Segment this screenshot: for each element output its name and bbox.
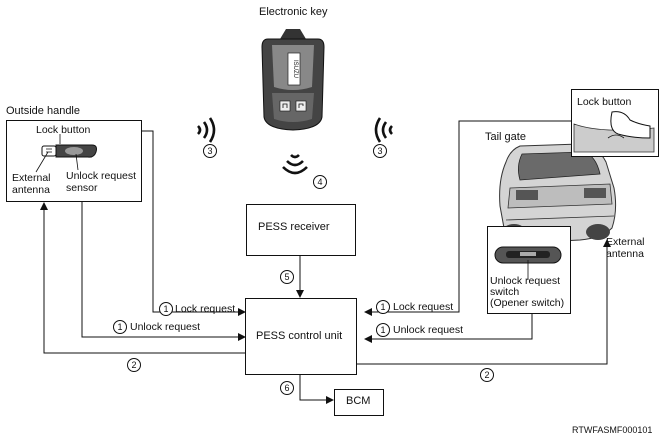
line-handle-unlock-request xyxy=(81,200,246,341)
pess-receiver-label: PESS receiver xyxy=(258,221,330,233)
line-cu-to-bcm xyxy=(299,373,334,404)
tailgate-switch-label-3: (Opener switch) xyxy=(490,297,565,309)
radio-wave-down-icon xyxy=(282,154,308,175)
tailgate-antenna-label-1: External xyxy=(606,236,645,248)
pess-receiver-box xyxy=(246,204,356,256)
tailgate-switch-leader xyxy=(527,260,529,280)
outside-handle-sensor-label-1: Unlock request xyxy=(66,170,137,182)
left-lock-request-label: Lock request xyxy=(175,303,236,315)
outside-handle-leader-lines xyxy=(35,134,79,173)
radio-wave-right-icon xyxy=(374,117,393,143)
marker-3-left: 3 xyxy=(203,144,217,158)
bcm-label: BCM xyxy=(346,395,371,407)
left-unlock-request-label: Unlock request xyxy=(130,321,201,333)
tailgate-switch-inset-box xyxy=(487,226,571,314)
marker-3-right: 3 xyxy=(373,144,387,158)
door-handle-icon xyxy=(41,144,97,158)
tailgate-switch-label-1: Unlock request xyxy=(490,275,561,287)
tailgate-lock-button-label: Lock button xyxy=(577,96,632,108)
line-tailgate-unlock-request xyxy=(364,312,533,343)
marker-2-left: 2 xyxy=(127,358,141,372)
electronic-key-title: Electronic key xyxy=(259,6,328,18)
line-cu-to-handle-antenna xyxy=(40,202,245,354)
marker-5: 5 xyxy=(280,270,294,284)
marker-1-left-lock: 1 xyxy=(159,302,173,316)
svg-text:ISUZU: ISUZU xyxy=(292,60,298,78)
marker-1-right-unlock: 1 xyxy=(376,323,390,337)
right-lock-request-label: Lock request xyxy=(393,301,454,313)
marker-1-right-lock: 1 xyxy=(376,300,390,314)
bcm-box xyxy=(334,389,384,416)
line-cu-to-tailgate-antenna xyxy=(355,239,611,365)
opener-switch-icon xyxy=(494,246,562,264)
pess-control-unit-label: PESS control unit xyxy=(256,330,343,342)
radio-wave-left-icon xyxy=(197,117,216,143)
marker-2-right: 2 xyxy=(480,368,494,382)
tailgate-title: Tail gate xyxy=(485,131,526,143)
tailgate-lock-hand-icon xyxy=(573,111,655,153)
marker-6: 6 xyxy=(280,381,294,395)
right-unlock-request-label: Unlock request xyxy=(393,324,464,336)
outside-handle-antenna-label-1: External xyxy=(12,172,51,184)
tailgate-antenna-label-2: antenna xyxy=(606,248,644,260)
marker-1-left-unlock: 1 xyxy=(113,320,127,334)
line-tailgate-lock-request xyxy=(364,120,571,316)
tailgate-switch-label-2: switch xyxy=(490,286,520,298)
electronic-key-icon: ISUZU xyxy=(261,29,325,131)
outside-handle-lock-button-label: Lock button xyxy=(36,124,91,136)
marker-4: 4 xyxy=(313,175,327,189)
outside-handle-sensor-label-2: sensor xyxy=(66,182,98,194)
outside-handle-box xyxy=(6,120,142,202)
footer-code: RTWFASMF000101 xyxy=(572,425,653,435)
outside-handle-title: Outside handle xyxy=(6,105,80,117)
pess-control-unit-box xyxy=(245,298,357,375)
outside-handle-antenna-label-2: antenna xyxy=(12,184,50,196)
